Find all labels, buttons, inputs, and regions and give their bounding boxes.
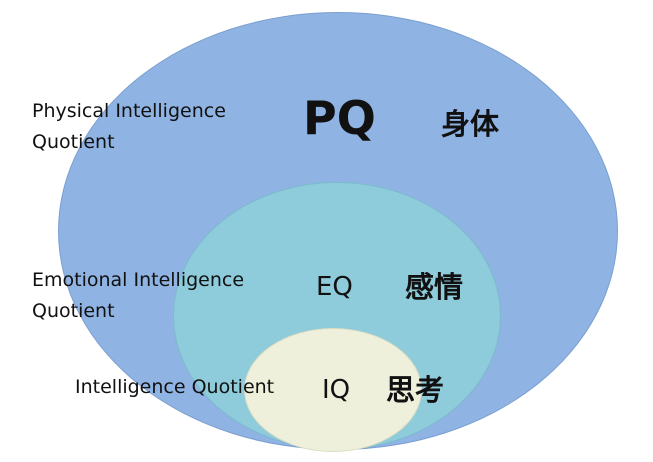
pq-full-name-line-2: Quotient [32, 131, 115, 153]
iq-kanji: 思考 [386, 373, 445, 407]
eq-full-name-line-1: Emotional Intelligence [32, 269, 245, 291]
pq-kanji: 身体 [441, 107, 500, 141]
pq-full-name: Physical Intelligence Quotient [32, 96, 226, 158]
iq-abbreviation: IQ [322, 375, 351, 405]
eq-kanji: 感情 [405, 270, 464, 304]
eq-abbreviation: EQ [316, 272, 353, 302]
iq-ellipse [244, 328, 422, 452]
pq-full-name-line-1: Physical Intelligence [32, 100, 226, 122]
pq-abbreviation: PQ [303, 91, 376, 145]
eq-full-name-line-2: Quotient [32, 300, 115, 322]
iq-full-name: Intelligence Quotient [75, 376, 275, 398]
eq-full-name: Emotional Intelligence Quotient [32, 265, 244, 327]
